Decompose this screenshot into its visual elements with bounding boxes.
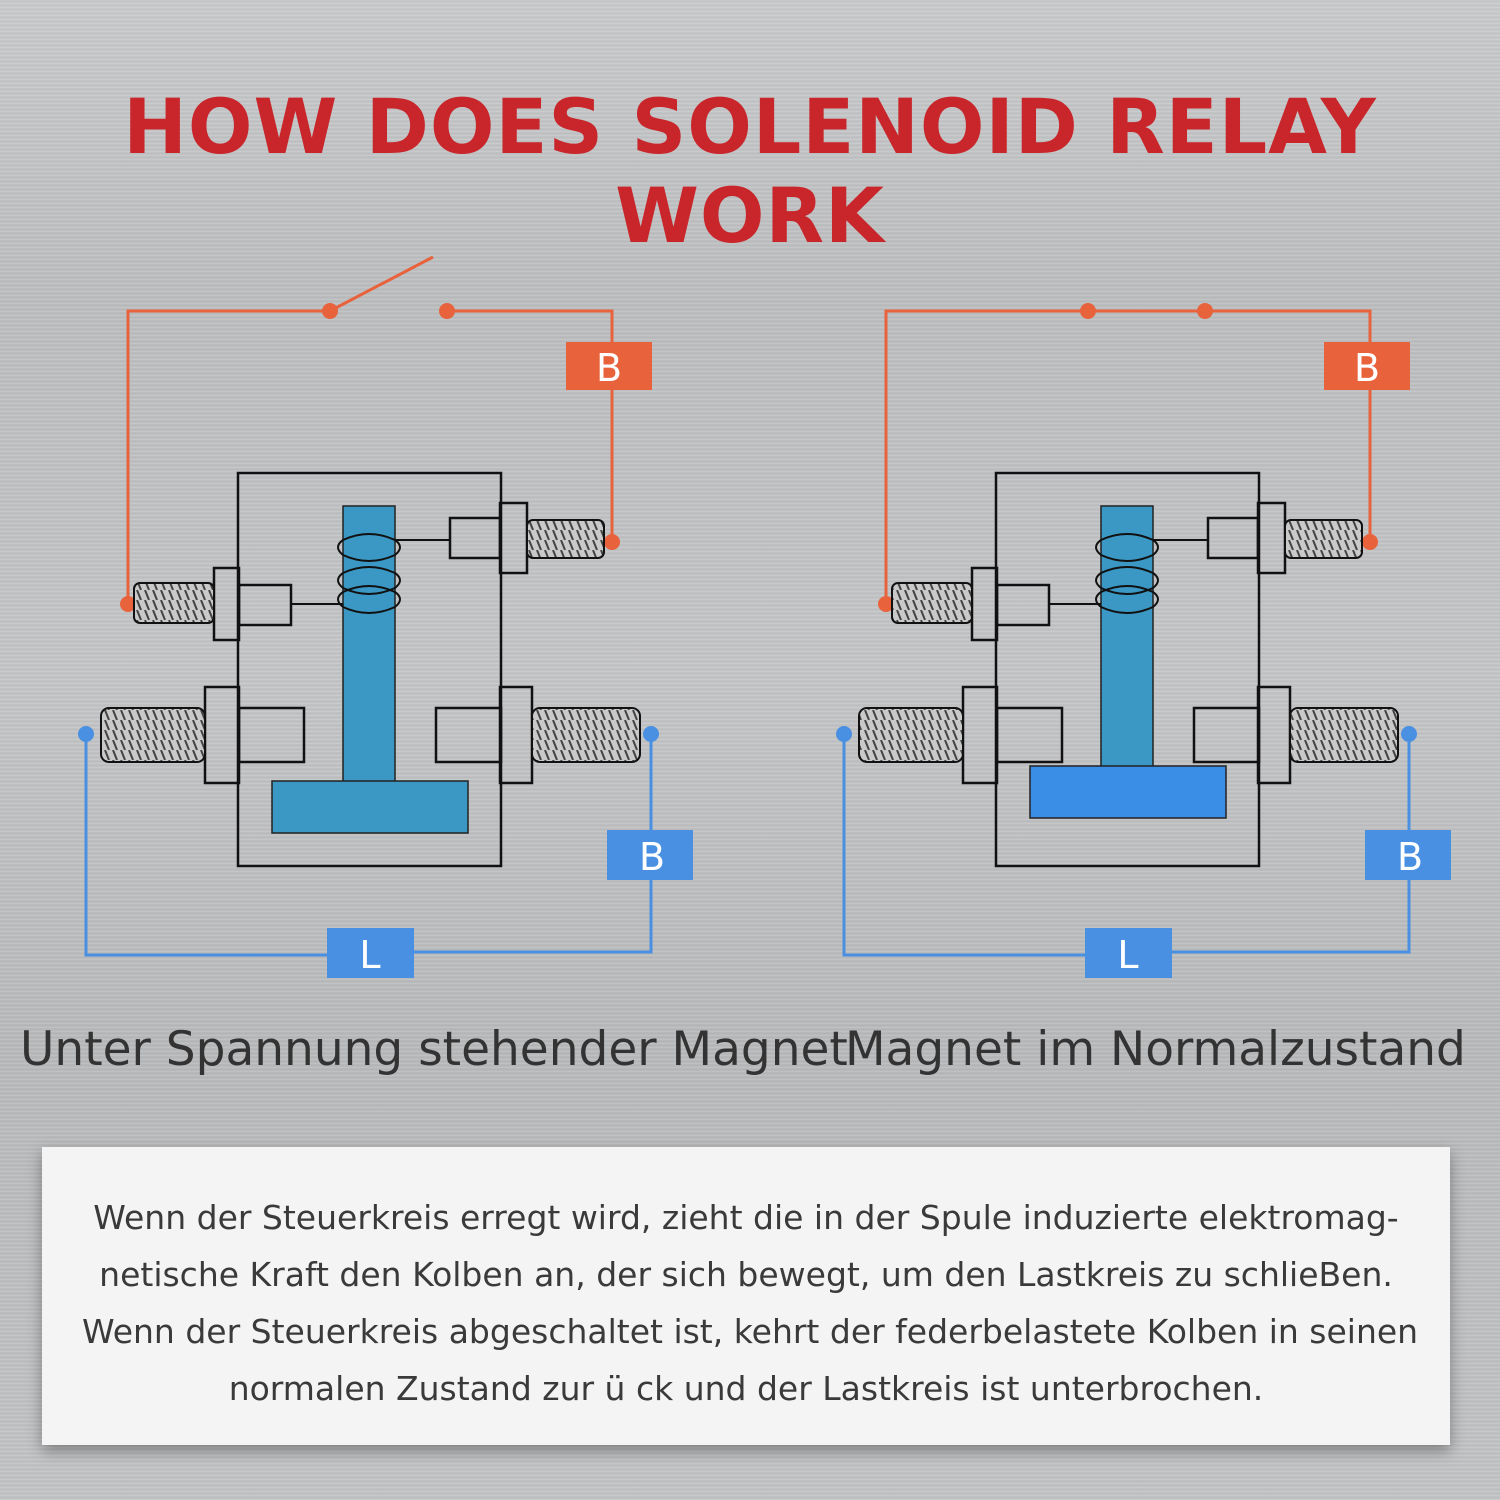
coil-terminal-dot: [120, 596, 136, 612]
coil-terminal-dot: [1362, 534, 1378, 550]
coil-winding: [291, 533, 450, 614]
control-circuit: [126, 255, 614, 604]
control-b-label: B: [596, 346, 622, 390]
load-b-label-box: [1365, 830, 1451, 880]
relay-diagram-energized: B: [78, 255, 693, 978]
description-line: Wenn der Steuerkreis erregt wird, zieht …: [93, 1198, 1399, 1237]
load-terminal-left: [100, 707, 206, 763]
plunger-shaft: [342, 505, 396, 784]
description-line: Wenn der Steuerkreis abgeschaltet ist, k…: [82, 1312, 1419, 1351]
load-terminal-dot: [836, 726, 852, 742]
switch-contact: [1197, 303, 1213, 319]
coil-terminal-right: [526, 519, 605, 559]
coil-terminal-dot: [604, 534, 620, 550]
switch-contact: [1080, 303, 1096, 319]
coil-terminal-right: [1284, 519, 1363, 559]
coil-terminal-dot: [878, 596, 894, 612]
load-l-label-box: [327, 928, 414, 978]
load-l-label: L: [359, 933, 380, 977]
switch-contact: [322, 303, 338, 319]
load-terminal-right: [1289, 707, 1399, 763]
switch-contact: [439, 303, 455, 319]
relay-diagram-normal: B: [836, 303, 1451, 978]
open-switch-lever: [329, 255, 434, 313]
load-circuit: [842, 734, 1411, 957]
description-line: normalen Zustand zur ü ck und der Lastkr…: [228, 1369, 1264, 1408]
load-terminal-dot: [643, 726, 659, 742]
caption-energized: Unter Spannung stehender Magnet: [20, 1022, 848, 1077]
coil-winding: [1049, 533, 1208, 614]
control-b-label-box: [566, 342, 652, 390]
control-b-label-box: [1324, 342, 1410, 390]
coil-terminal-left: [891, 582, 973, 624]
control-circuit: [884, 309, 1372, 604]
load-terminal-dot: [1401, 726, 1417, 742]
description-line: netische Kraft den Kolben an, der sich b…: [99, 1255, 1393, 1294]
load-terminal-dot: [78, 726, 94, 742]
coil-terminal-left: [133, 582, 215, 624]
load-l-label-box: [1085, 928, 1172, 978]
plunger-shaft: [1100, 505, 1154, 769]
page-title: HOW DOES SOLENOID RELAY WORK: [123, 82, 1377, 260]
load-b-label: B: [639, 835, 665, 879]
load-b-label-box: [607, 830, 693, 880]
load-b-label: B: [1397, 835, 1423, 879]
relay-body: [961, 471, 1292, 868]
plunger-disc: [271, 780, 469, 834]
load-l-label: L: [1117, 933, 1138, 977]
load-terminal-left: [858, 707, 964, 763]
control-b-label: B: [1354, 346, 1380, 390]
load-terminal-right: [531, 707, 641, 763]
load-circuit: [84, 734, 653, 957]
plunger-disc: [1029, 765, 1227, 819]
description-box: Wenn der Steuerkreis erregt wird, zieht …: [42, 1147, 1450, 1445]
caption-normal: Magnet im Normalzustand: [845, 1022, 1466, 1077]
